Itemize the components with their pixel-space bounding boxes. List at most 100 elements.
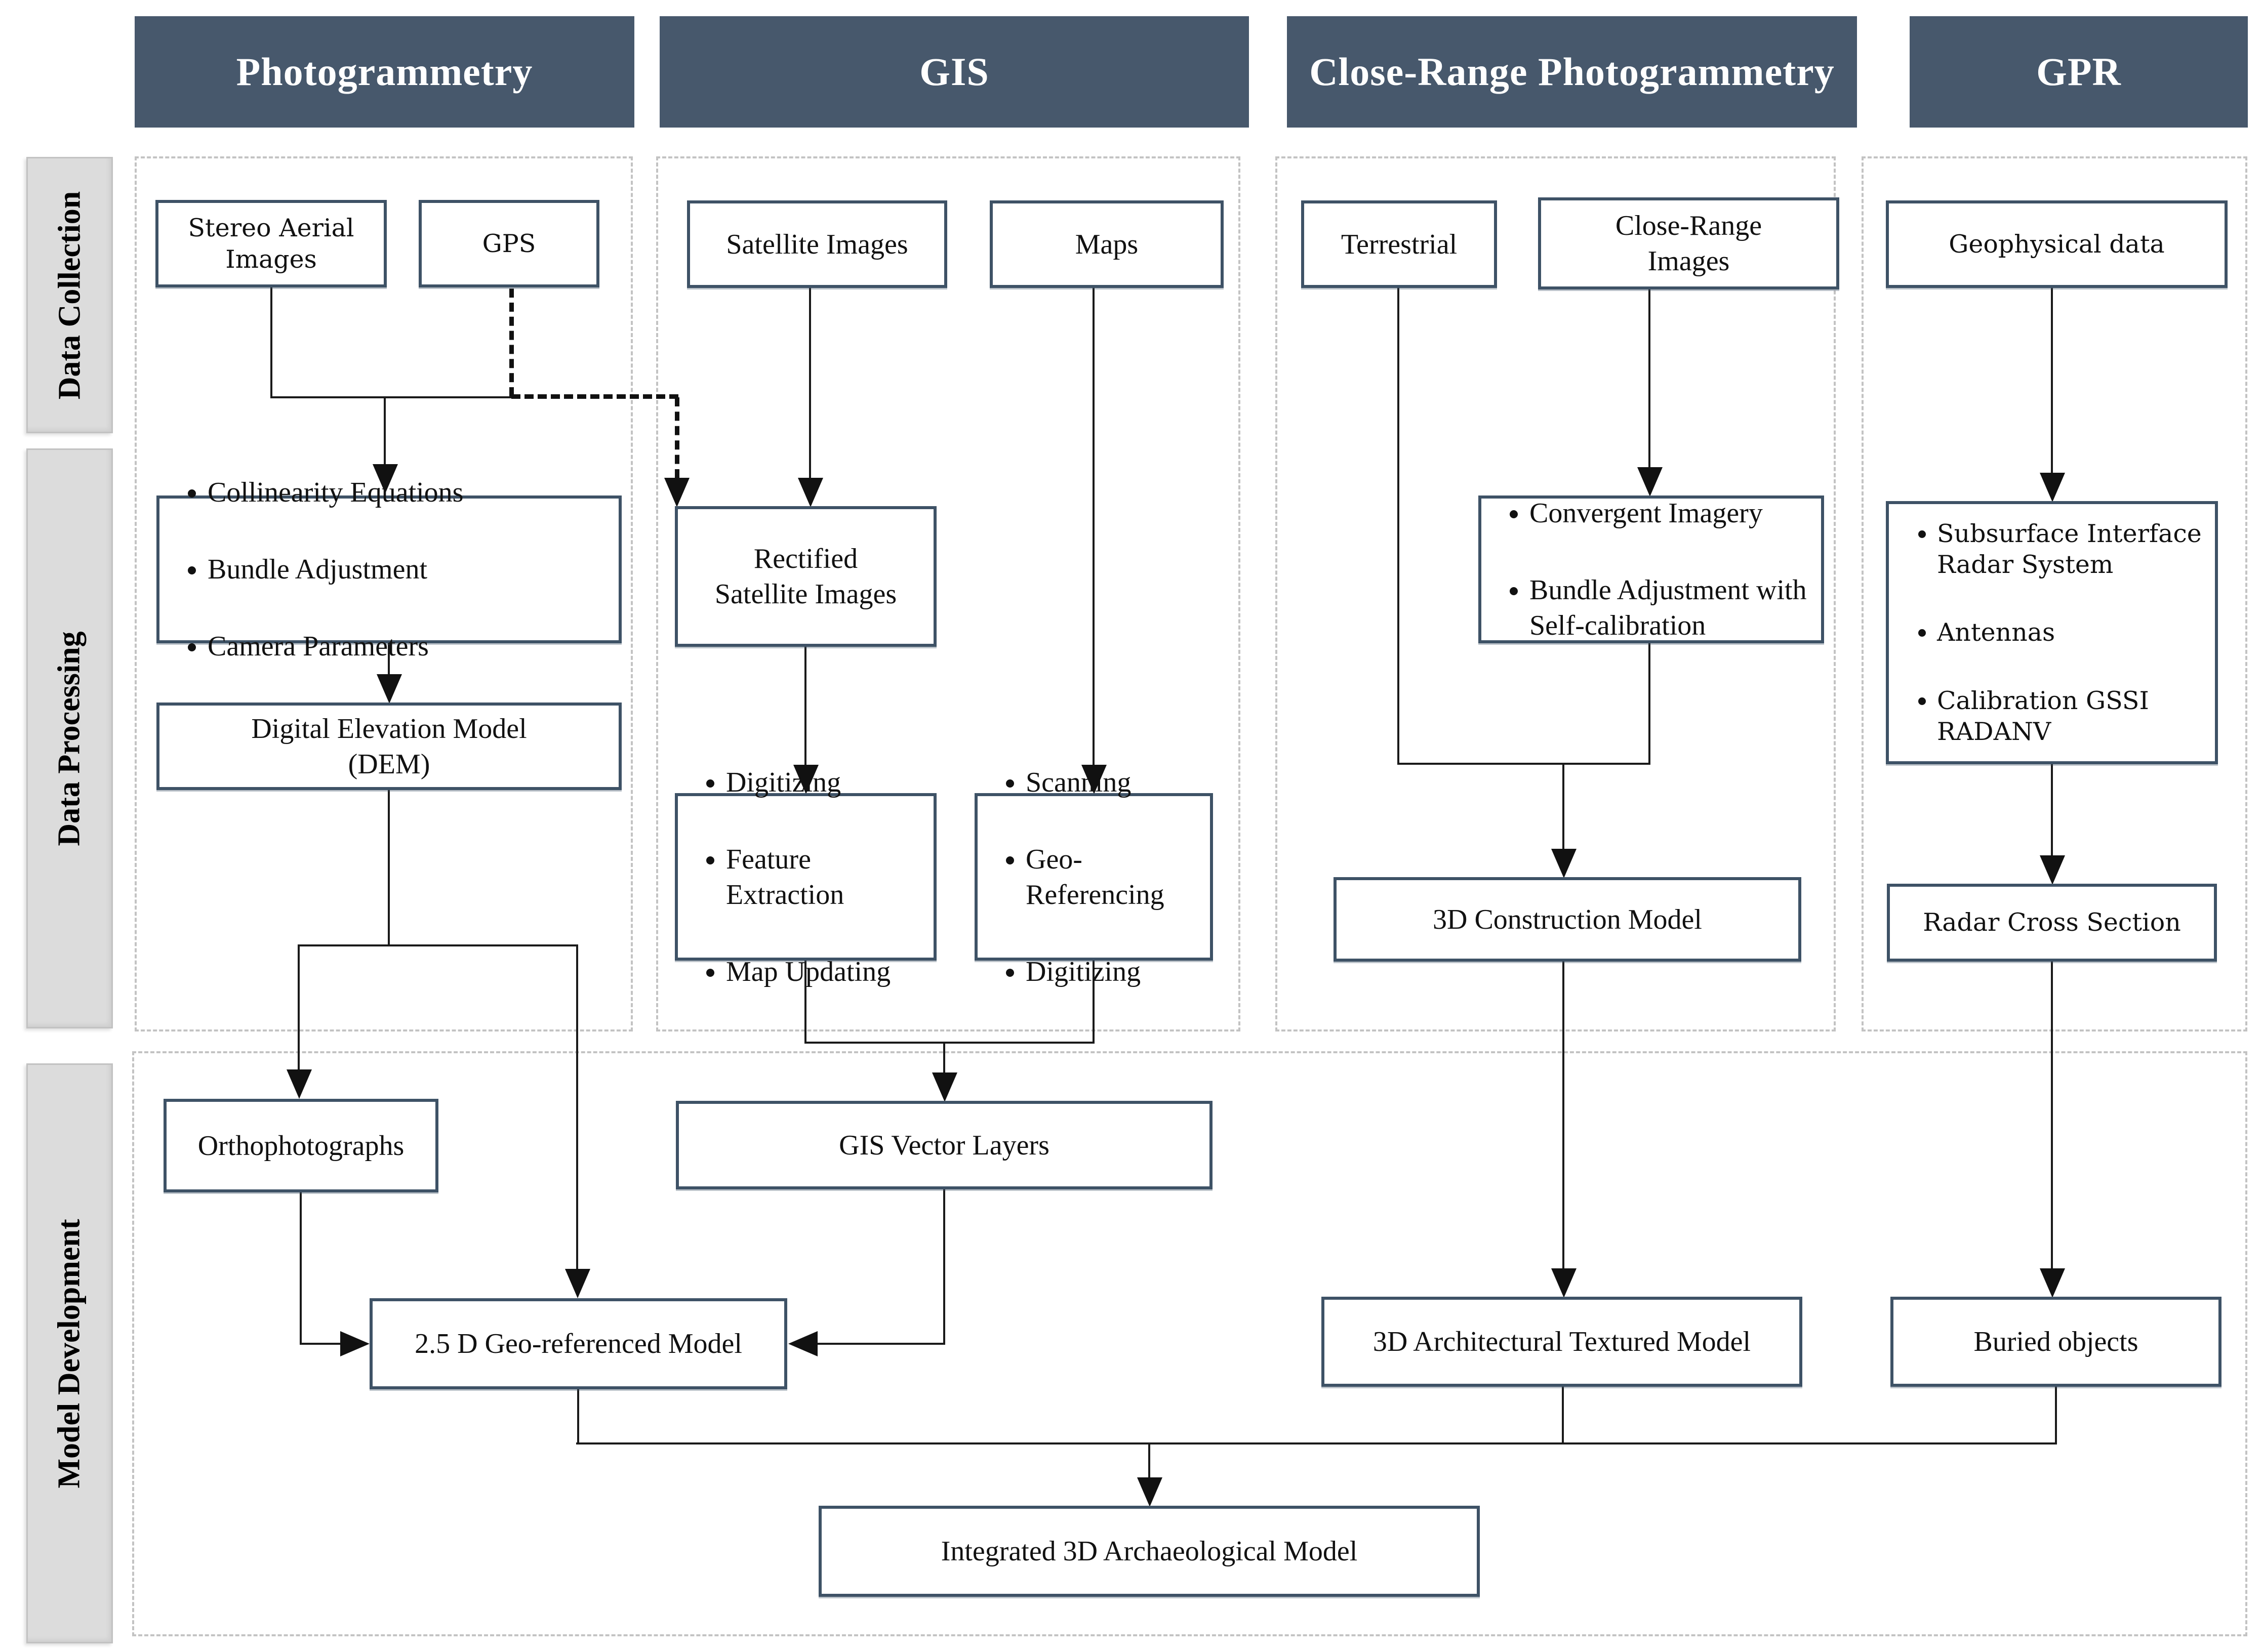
collinearity-item: Collinearity Equations [208,475,463,510]
line-to-gis-vector [943,1042,945,1075]
line-dem-to-geo-model [576,944,578,1271]
box-buried-objects: Buried objects [1890,1297,2221,1387]
line-convergent-down [1648,643,1650,765]
line-terrestrial-down [1397,286,1399,765]
box-scanning: Scanning Geo-Referencing Digitizing [975,767,1213,987]
collinearity-item: Camera Parameters [208,629,463,664]
arrowhead-into-dem [377,674,402,704]
line-collinearity-to-dem [388,643,390,676]
digitizing-item: Digitizing [726,765,934,800]
arrowhead-into-geo-model-right [788,1331,818,1356]
arrowhead-into-digitizing [793,765,819,794]
gpr-processing-item: Subsurface Interface Radar System [1937,518,2215,581]
line-rectified-down [804,647,806,766]
line-gis-vector-left [813,1343,945,1345]
scanning-item: Digitizing [1026,954,1210,989]
line-maps-down [1093,287,1095,766]
dashed-line-gps-down [509,288,514,396]
line-stereo-gps-join [270,396,512,398]
line-cr-images-down [1648,290,1650,469]
digitizing-item: Feature Extraction [726,842,934,913]
line-geo-model-down [577,1389,579,1444]
line-to-construction [1562,763,1564,851]
box-digitizing: Digitizing Feature Extraction Map Updati… [675,767,937,987]
line-dem-split [298,944,578,946]
dashed-line-gps-to-rectified [675,397,679,478]
row-label-data-processing-text: Data Processing [52,631,87,846]
box-stereo-aerial-images: Stereo Aerial Images [155,200,387,287]
region-close-range [1275,156,1836,1031]
row-label-data-processing: Data Processing [26,448,113,1028]
arrowhead-into-orthophotographs [287,1069,312,1099]
gpr-processing-list: Subsurface Interface Radar System Antenn… [1889,484,2215,781]
box-integrated-model: Integrated 3D Archaeological Model [819,1506,1480,1597]
line-stereo-down [270,287,272,397]
line-gpr-processing-down [2051,764,2053,857]
box-3d-construction-model: 3D Construction Model [1334,877,1801,962]
arrowhead-into-geo-model-top [565,1269,590,1298]
header-close-range: Close-Range Photogrammetry [1287,16,1857,128]
arrowhead-into-architectural [1551,1268,1577,1298]
box-geophysical-data: Geophysical data [1886,200,2228,288]
arrowhead-into-convergent [1637,467,1663,497]
box-architectural-textured-model: 3D Architectural Textured Model [1321,1297,1802,1387]
line-to-orthophotographs [298,944,300,1071]
header-photogrammetry: Photogrammetry [135,16,634,128]
box-dem: Digital Elevation Model (DEM) [156,703,622,790]
region-gpr [1862,156,2247,1031]
convergent-list: Convergent Imagery Bundle Adjustment wit… [1481,457,1821,682]
box-satellite-images: Satellite Images [687,200,947,288]
line-scanning-down [1093,961,1095,1044]
box-orthophotographs: Orthophotographs [164,1099,438,1192]
arrowhead-into-gis-vector [932,1072,957,1102]
arrowhead-into-gpr-processing [2040,473,2065,502]
line-to-collinearity [384,396,386,466]
region-gis [656,156,1240,1031]
collinearity-item: Bundle Adjustment [208,552,463,587]
line-dem-down [388,790,390,946]
line-satellite-down [809,287,811,479]
box-close-range-images: Close-Range Images [1538,197,1839,290]
line-buried-down [2055,1387,2057,1444]
box-radar-cross-section: Radar Cross Section [1887,884,2217,962]
row-label-data-collection: Data Collection [26,157,113,433]
arrowhead-into-rectified [798,478,823,507]
line-gis-join [804,1042,1095,1044]
line-geophysical-down [2051,288,2053,475]
line-construction-down [1562,962,1564,1270]
box-rectified-satellite-images: Rectified Satellite Images [675,506,937,647]
scanning-item: Geo-Referencing [1026,842,1210,913]
line-architectural-down [1562,1387,1564,1444]
line-close-range-join [1397,763,1650,765]
digitizing-item: Map Updating [726,954,934,989]
region-photogrammetry [135,156,633,1031]
box-collinearity: Collinearity Equations Bundle Adjustment… [156,477,622,662]
line-ortho-right [300,1343,343,1345]
arrowhead-into-collinearity [373,464,398,493]
line-radar-down [2051,962,2053,1270]
arrowhead-into-scanning [1081,765,1107,794]
collinearity-list: Collinearity Equations Bundle Adjustment… [159,436,463,703]
line-to-integrated [1148,1442,1150,1479]
header-gpr: GPR [1910,16,2248,128]
header-gis: GIS [660,16,1249,128]
arrowhead-into-construction [1551,849,1577,878]
region-model-development [132,1051,2247,1636]
arrowhead-into-geo-model-left [340,1331,370,1356]
arrowhead-gps-into-rectified [664,478,690,507]
arrowhead-into-integrated [1137,1477,1162,1507]
box-geo-referenced-model: 2.5 D Geo-referenced Model [370,1298,787,1389]
scanning-list: Scanning Geo-Referencing Digitizing [978,726,1210,1028]
gpr-processing-item: Antennas [1937,617,2215,648]
arrowhead-into-radar-cross [2040,855,2065,885]
row-label-model-development-text: Model Development [52,1218,87,1489]
row-label-model-development: Model Development [26,1063,113,1643]
box-maps: Maps [990,200,1224,288]
dashed-line-gps-right [511,394,678,399]
line-ortho-down [300,1192,302,1345]
scanning-item: Scanning [1026,765,1210,800]
box-gpr-processing: Subsurface Interface Radar System Antenn… [1886,501,2218,764]
line-model-bus [576,1442,2057,1444]
box-gis-vector-layers: GIS Vector Layers [676,1101,1213,1189]
